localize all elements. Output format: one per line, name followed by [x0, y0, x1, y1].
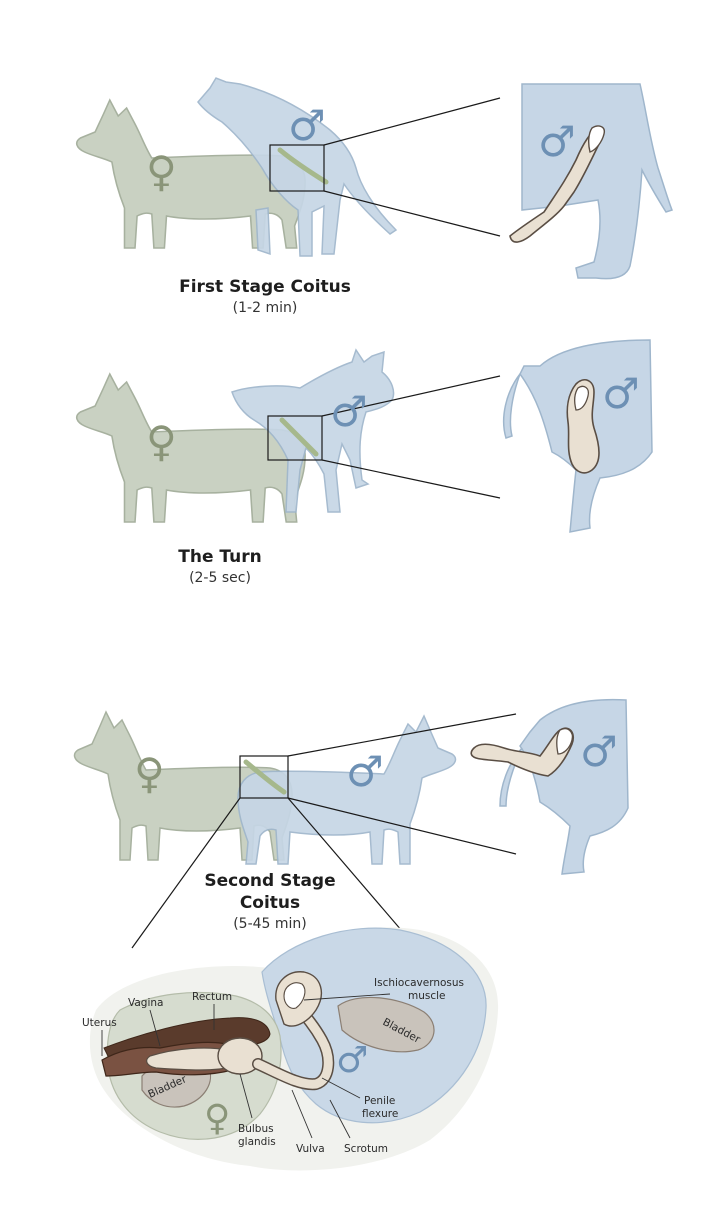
- label-scrotum: Scrotum: [344, 1143, 388, 1155]
- male-symbol-stage2: ♂: [330, 387, 368, 436]
- stage2-male-dog: [231, 348, 395, 513]
- stage1-inset-male: [509, 83, 673, 280]
- male-symbol-stage1-inset: ♂: [538, 117, 576, 166]
- stage1-caption: First Stage Coitus (1-2 min): [100, 276, 430, 318]
- stage3-caption: Second Stage Coitus (5-45 min): [180, 870, 360, 934]
- stage1-zoom-box: [269, 144, 325, 192]
- female-symbol-stage3: ♀: [134, 749, 165, 798]
- label-ischiocavernosus: Ischiocavernosus: [374, 977, 464, 989]
- stage1-title: First Stage Coitus: [179, 277, 351, 297]
- stage3-illustration: [73, 698, 629, 949]
- label-flexure: flexure: [362, 1108, 398, 1120]
- label-bulbus: Bulbus: [238, 1123, 274, 1135]
- label-rectum: Rectum: [192, 991, 232, 1003]
- label-ischiocavernosus-muscle: muscle: [408, 990, 446, 1002]
- stage3-title-line2: Coitus: [239, 893, 301, 913]
- stage3-title: Second Stage: [204, 871, 336, 891]
- stage3-inset-male: [470, 698, 629, 875]
- stage2-illustration: [75, 339, 653, 533]
- label-vagina: Vagina: [128, 997, 163, 1009]
- stage3-zoom-box: [239, 755, 289, 799]
- label-glandis: glandis: [238, 1136, 276, 1148]
- stage2-duration: (2-5 sec): [189, 570, 251, 586]
- male-symbol-stage3: ♂: [346, 747, 384, 796]
- stage2-zoom-box: [267, 415, 323, 461]
- male-symbol-stage3-inset: ♂: [580, 727, 618, 776]
- female-symbol-stage1: ♀: [146, 147, 177, 196]
- stage1-illustration: [75, 77, 673, 280]
- female-symbol-stage2: ♀: [146, 417, 177, 466]
- male-symbol-stage1: ♂: [288, 101, 326, 150]
- stage3-duration: (5-45 min): [233, 916, 307, 932]
- label-penile: Penile: [364, 1095, 395, 1107]
- anatomy-cross-section: Uterus Vagina Rectum Ischiocavernosus mu…: [82, 927, 499, 1171]
- label-uterus: Uterus: [82, 1017, 117, 1029]
- label-vulva: Vulva: [296, 1143, 325, 1155]
- gender-symbols: ♀ ♂ ♂ ♀ ♂ ♂ ♀ ♂ ♂ ♀ ♂: [134, 101, 640, 1139]
- stage1-penis-line: [277, 147, 329, 185]
- stage2-inset-male: [502, 339, 653, 533]
- male-symbol-anatomy: ♂: [336, 1040, 368, 1081]
- stage2-title: The Turn: [178, 547, 262, 567]
- female-symbol-anatomy: ♀: [204, 1098, 230, 1139]
- male-symbol-stage2-inset: ♂: [602, 369, 640, 418]
- stage1-male-dog: [197, 77, 398, 257]
- stage2-caption: The Turn (2-5 sec): [130, 546, 310, 588]
- stage1-duration: (1-2 min): [232, 300, 298, 316]
